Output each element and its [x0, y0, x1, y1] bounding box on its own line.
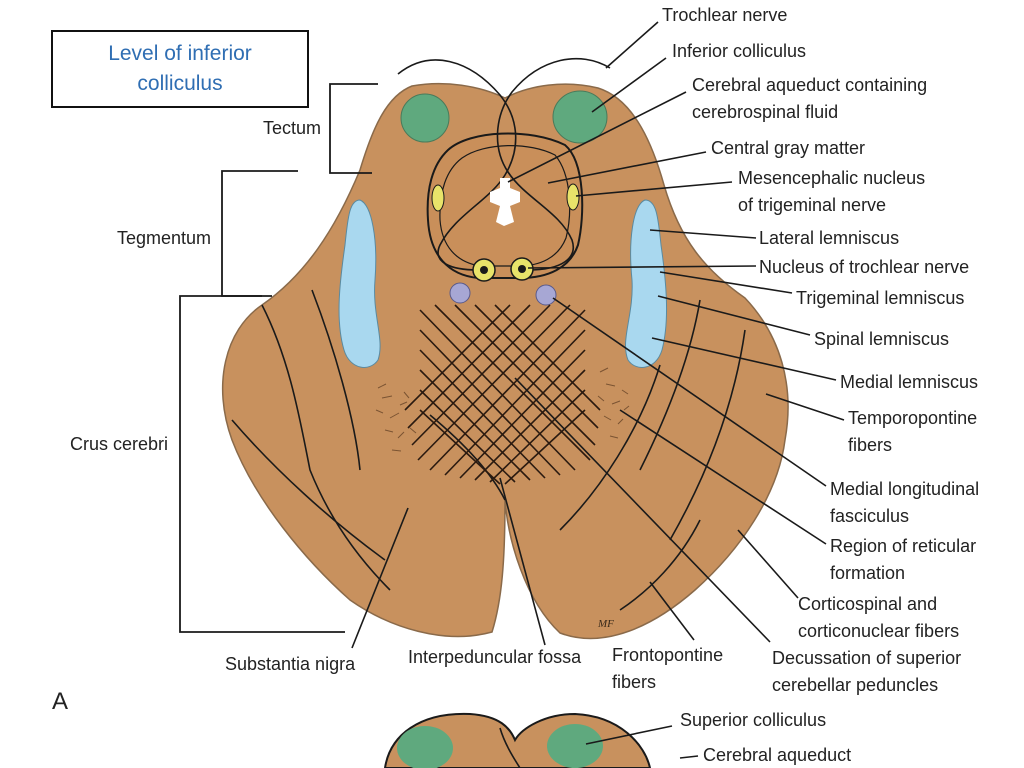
lemniscus-right: [625, 199, 668, 368]
reticular-label-2: formation: [830, 563, 905, 583]
decussation-label-1: Decussation of superior: [772, 648, 961, 668]
cerebral-aqueduct-label-1: Cerebral aqueduct containing: [692, 75, 927, 95]
trochlear-nerve-fiber-right: [496, 57, 611, 271]
mesencephalic-label-2: of trigeminal nerve: [738, 195, 886, 215]
cerebral-aqueduct-label-2: cerebrospinal fluid: [692, 102, 838, 122]
leader-corticospinal: [737, 529, 799, 599]
temporopontine-label-2: fibers: [848, 435, 892, 455]
title-line-1: Level of inferior: [108, 42, 252, 65]
crus-contour-left-1: [311, 289, 361, 471]
trochlear-nerve-label: Trochlear nerve: [662, 5, 787, 25]
tegmentum-label: Tegmentum: [117, 228, 211, 248]
frontopontine-label-2: fibers: [612, 672, 656, 692]
trigeminal-lemniscus-label: Trigeminal lemniscus: [796, 288, 964, 308]
mlf-label-1: Medial longitudinal: [830, 479, 979, 499]
spinal-lemniscus-label: Spinal lemniscus: [814, 329, 949, 349]
cerebral-aqueduct: [490, 178, 520, 226]
crus-contour-right-3: [559, 364, 661, 531]
central-gray-label: Central gray matter: [711, 138, 865, 158]
mlf-left: [449, 282, 471, 304]
leader-mlf: [552, 297, 827, 487]
crus-contour-right-2: [669, 329, 746, 541]
decussation-hatching: [404, 304, 601, 485]
leader-central-gray: [547, 151, 707, 184]
leader-superior-colliculus: [585, 725, 673, 745]
mlf-right: [535, 284, 557, 306]
trochlear-nerve-fiber-left: [397, 59, 517, 271]
mlf-label-2: fasciculus: [830, 506, 909, 526]
superior-colliculus-right: [547, 724, 603, 768]
interpeduncular-edge-left: [429, 414, 506, 501]
trochlear-nucleus-right-center: [518, 265, 526, 273]
inferior-colliculus-right: [552, 90, 608, 144]
leader-frontopontine: [649, 581, 695, 641]
tegmentum-bracket: [221, 170, 298, 297]
substantia-nigra-stipple: [375, 367, 630, 452]
leader-inferior-colliculus: [591, 57, 667, 113]
mesencephalic-nucleus-right: [566, 183, 580, 211]
corticospinal-label-2: corticonuclear fibers: [798, 621, 959, 641]
superior-colliculus-left: [397, 726, 453, 768]
leader-interpeduncular: [499, 477, 546, 646]
panel-label: A: [52, 688, 68, 715]
leader-temporopontine: [765, 393, 845, 421]
mesencephalic-label-1: Mesencephalic nucleus: [738, 168, 925, 188]
reticular-label-1: Region of reticular: [830, 536, 976, 556]
lower-section-notch: [499, 727, 521, 768]
mesencephalic-nucleus-left: [431, 184, 445, 212]
lateral-lemniscus-label: Lateral lemniscus: [759, 228, 899, 248]
corticospinal-label-1: Corticospinal and: [798, 594, 937, 614]
inferior-colliculus-left: [400, 93, 450, 143]
leader-decussation: [514, 377, 771, 643]
crus-contour-right-4: [619, 519, 701, 611]
leader-medial-lemniscus: [651, 337, 837, 381]
substantia-nigra-label: Substantia nigra: [225, 654, 356, 674]
cerebral-aqueduct-2-label: Cerebral aqueduct: [703, 745, 851, 765]
decussation-label-2: cerebellar peduncles: [772, 675, 938, 695]
leader-trochlear-nerve: [605, 21, 659, 69]
inferior-colliculus-label: Inferior colliculus: [672, 41, 806, 61]
frontopontine-label-1: Frontopontine: [612, 645, 723, 665]
leader-nucleus-trochlear: [527, 265, 757, 269]
leader-mesencephalic: [575, 181, 733, 197]
title-line-2: colliculus: [137, 72, 223, 95]
crus-contour-left-2: [231, 419, 386, 561]
artist-signature: MF: [597, 618, 614, 630]
leader-cerebral-aqueduct-2: [679, 755, 699, 759]
nucleus-trochlear-label: Nucleus of trochlear nerve: [759, 257, 969, 277]
leader-lateral-lemniscus: [649, 229, 757, 239]
leader-trigeminal-lemniscus: [659, 271, 793, 294]
tectum-label: Tectum: [263, 118, 321, 138]
medial-lemniscus-label: Medial lemniscus: [840, 372, 978, 392]
leader-cerebral-aqueduct: [507, 91, 687, 183]
leader-reticular: [619, 409, 827, 545]
crus-cerebri-bracket: [179, 295, 345, 633]
central-gray-inner: [439, 145, 571, 267]
interpeduncular-label: Interpeduncular fossa: [408, 647, 582, 667]
trochlear-nucleus-left-center: [480, 266, 488, 274]
tectum-bracket: [329, 83, 378, 174]
crus-contour-left-3: [261, 304, 391, 591]
lemniscus-left: [338, 199, 381, 368]
temporopontine-label-1: Temporopontine: [848, 408, 977, 428]
title-box: Level of inferior colliculus: [51, 30, 309, 108]
leader-substantia-nigra: [351, 507, 409, 649]
superior-colliculus-label: Superior colliculus: [680, 710, 826, 730]
crus-contour-right-1: [639, 299, 701, 471]
leader-spinal-lemniscus: [657, 295, 811, 336]
crus-cerebri-label: Crus cerebri: [70, 434, 168, 454]
